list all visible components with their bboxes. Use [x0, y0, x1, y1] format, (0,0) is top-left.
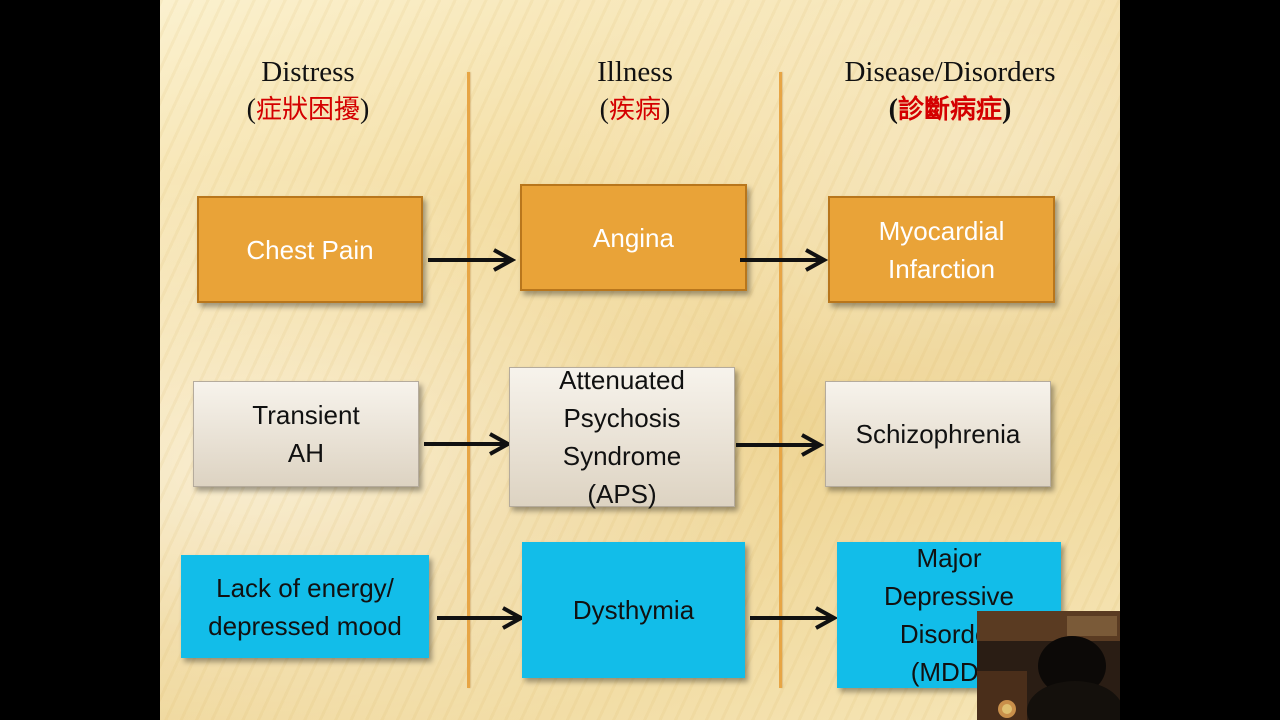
- arrow-right-icon: [428, 248, 516, 272]
- box-chest-pain-label: Chest Pain: [246, 234, 374, 265]
- header-disease-label: Disease/Disorders: [844, 56, 1056, 88]
- divider-left: [467, 72, 470, 688]
- header-illness: Illness (疾病): [560, 54, 710, 130]
- arrow-dysthymia-to-mdd: [750, 606, 838, 630]
- box-angina-label: Angina: [593, 222, 674, 253]
- arrow-right-icon: [736, 433, 824, 457]
- divider-right: [779, 72, 782, 688]
- arrow-right-icon: [750, 606, 838, 630]
- header-distress-label: Distress: [261, 56, 355, 88]
- box-lack-of-energy-label: Lack of energy/depressed mood: [208, 572, 402, 641]
- header-distress-chinese: (症狀困擾): [246, 94, 370, 125]
- header-disease: Disease/Disorders (診斷病症): [810, 54, 1090, 130]
- box-dysthymia: Dysthymia: [522, 542, 745, 678]
- box-dysthymia-label: Dysthymia: [572, 595, 695, 625]
- arrow-lack-of-energy-to-dysthymia: [437, 606, 525, 630]
- arrow-aps-to-schizophrenia: [736, 433, 824, 457]
- arrow-right-icon: [437, 606, 525, 630]
- box-lack-of-energy: Lack of energy/depressed mood: [181, 555, 429, 658]
- header-illness-chinese: (疾病): [599, 94, 671, 125]
- box-schizophrenia-label: Schizophrenia: [855, 419, 1021, 449]
- box-chest-pain: Chest Pain: [197, 196, 423, 303]
- arrow-right-icon: [424, 432, 512, 456]
- slide: Distress (症狀困擾) Illness (疾病) Disease/Dis…: [160, 0, 1120, 720]
- speaker-video-overlay: [977, 611, 1120, 720]
- arrow-right-icon: [740, 248, 828, 272]
- box-schizophrenia: Schizophrenia: [825, 381, 1051, 487]
- header-distress: Distress (症狀困擾): [210, 54, 406, 130]
- header-illness-label: Illness: [597, 56, 673, 88]
- box-angina: Angina: [520, 184, 747, 291]
- arrow-chest-pain-to-angina: [428, 248, 516, 272]
- arrow-angina-to-mi: [740, 248, 828, 272]
- arrow-transient-ah-to-aps: [424, 432, 512, 456]
- speaker-video-frame: [977, 611, 1120, 720]
- header-disease-chinese: (診斷病症): [888, 94, 1012, 125]
